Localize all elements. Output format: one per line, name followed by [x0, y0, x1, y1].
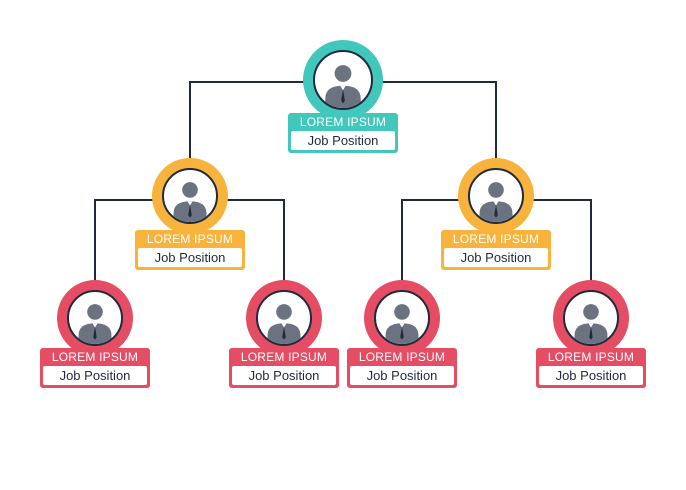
employee-role: Job Position [232, 366, 336, 385]
employee-role: Job Position [350, 366, 454, 385]
avatar [458, 158, 534, 234]
person-icon [325, 65, 361, 108]
person-icon [173, 182, 207, 222]
avatar [57, 280, 133, 356]
employee-card: LOREM IPSUM Job Position [347, 348, 457, 388]
employee-role: Job Position [539, 366, 643, 385]
employee-name: LOREM IPSUM [358, 350, 446, 364]
employee-role: Job Position [43, 366, 147, 385]
employee-name: LOREM IPSUM [240, 350, 328, 364]
avatar [152, 158, 228, 234]
employee-card: LOREM IPSUM Job Position [288, 113, 398, 153]
employee-name: LOREM IPSUM [547, 350, 635, 364]
person-icon [385, 304, 419, 344]
person-icon [267, 304, 301, 344]
employee-name: LOREM IPSUM [452, 232, 540, 246]
employee-role: Job Position [444, 248, 548, 267]
employee-role: Job Position [138, 248, 242, 267]
person-icon [574, 304, 608, 344]
employee-card: LOREM IPSUM Job Position [40, 348, 150, 388]
employee-card: LOREM IPSUM Job Position [229, 348, 339, 388]
person-icon [479, 182, 513, 222]
employee-name: LOREM IPSUM [146, 232, 234, 246]
employee-card: LOREM IPSUM Job Position [536, 348, 646, 388]
employee-card: LOREM IPSUM Job Position [135, 230, 245, 270]
employee-name: LOREM IPSUM [299, 115, 387, 129]
employee-role: Job Position [291, 131, 395, 150]
avatar [553, 280, 629, 356]
employee-card: LOREM IPSUM Job Position [441, 230, 551, 270]
avatar [246, 280, 322, 356]
avatar [303, 40, 383, 120]
avatar [364, 280, 440, 356]
person-icon [78, 304, 112, 344]
employee-name: LOREM IPSUM [51, 350, 139, 364]
